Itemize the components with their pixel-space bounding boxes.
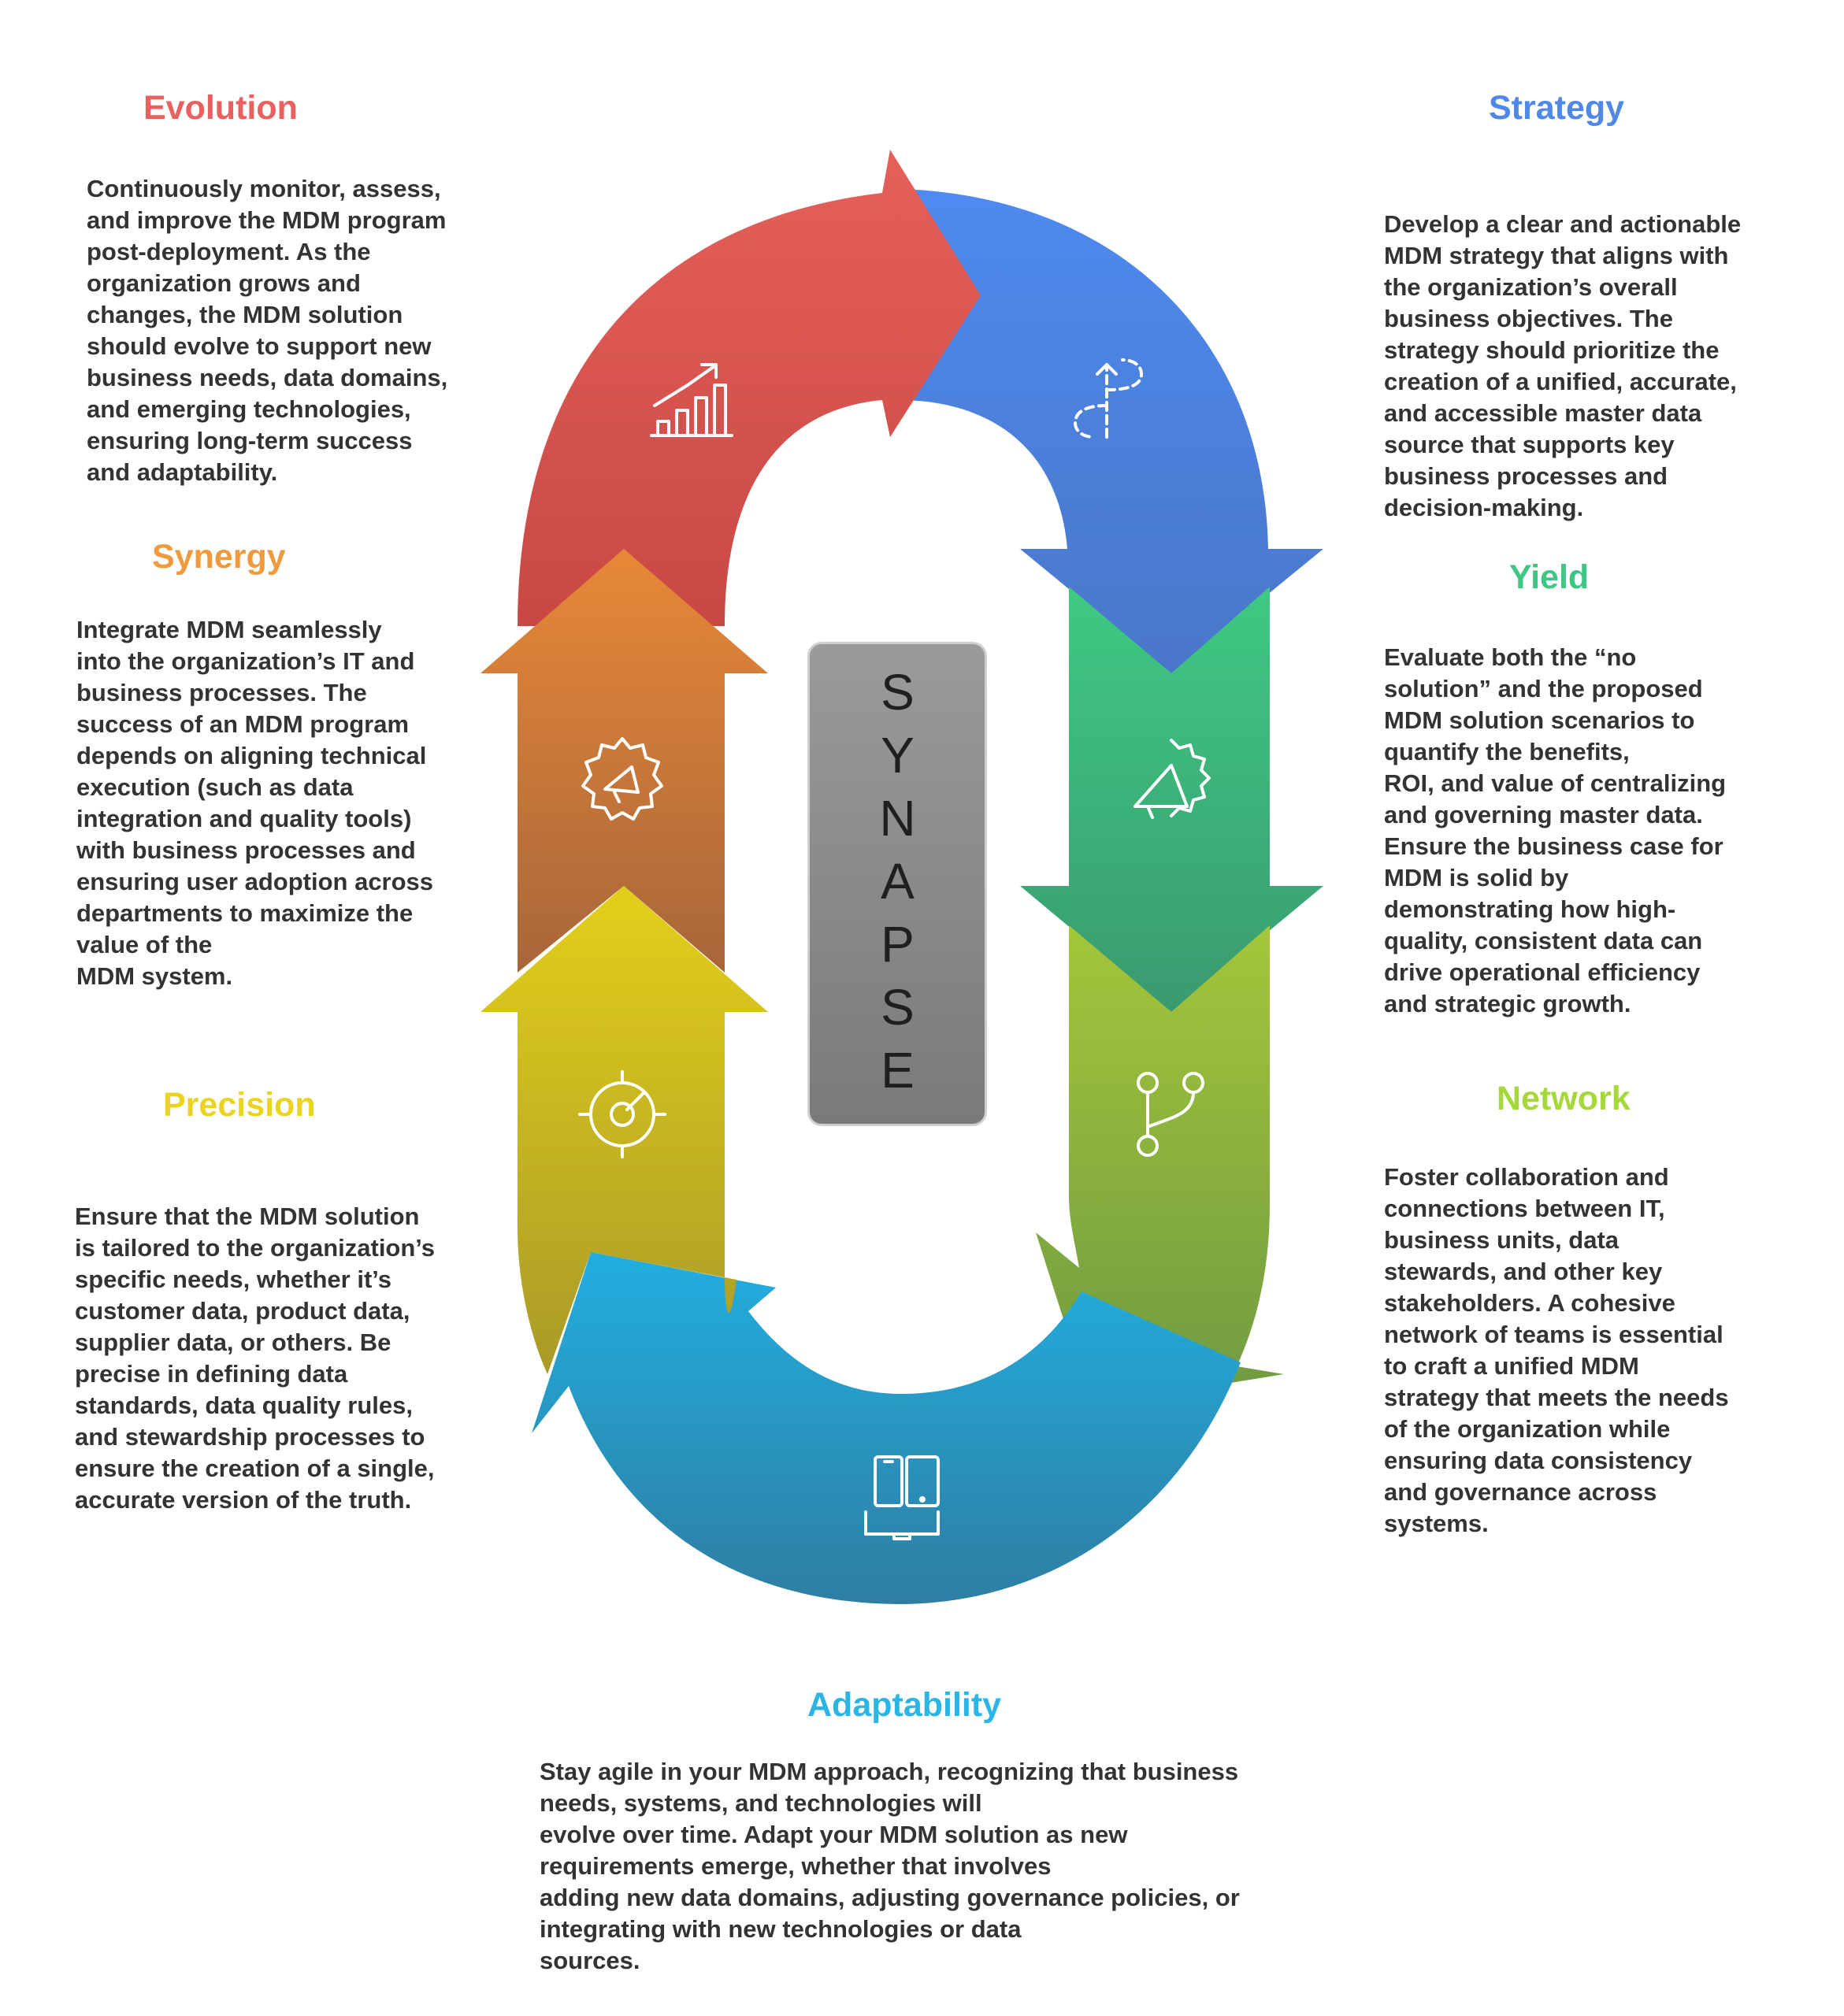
synergy-text: Integrate MDM seamlessly into the organi… [76, 616, 434, 990]
network-text: Foster collaboration and connections bet… [1384, 1163, 1729, 1537]
network-title: Network [1497, 1080, 1631, 1117]
bar-chart-growth-icon [644, 350, 738, 445]
network-arrow [1036, 925, 1284, 1406]
precision-title: Precision [163, 1086, 316, 1124]
center-label: SYNAPSE [869, 663, 926, 1105]
path-strategy-icon [1059, 350, 1154, 445]
precision-arrow [480, 886, 768, 1374]
synergy-arrow [480, 549, 768, 973]
badge-megaphone-icon [1124, 732, 1219, 827]
yield-title: Yield [1509, 558, 1590, 596]
evolution-text: Continuously monitor, assess, and improv… [87, 175, 448, 486]
evolution-arrow [518, 150, 981, 626]
strategy-arrow [902, 189, 1323, 673]
branch-network-icon [1124, 1067, 1219, 1162]
precision-text: Ensure that the MDM solution is tailored… [75, 1203, 436, 1514]
synergy-title: Synergy [152, 538, 286, 576]
center-label-box: SYNAPSE [807, 642, 987, 1126]
yield-arrow [1020, 587, 1323, 1012]
strategy-text: Develop a clear and actionable MDM strat… [1384, 210, 1742, 521]
target-crosshair-icon [575, 1067, 670, 1162]
strategy-title: Strategy [1489, 89, 1625, 127]
gear-megaphone-icon [575, 732, 670, 827]
adaptability-arrow [532, 1252, 1241, 1604]
adaptability-title: Adaptability [807, 1686, 1002, 1724]
devices-icon [855, 1449, 949, 1544]
adaptability-text: Stay agile in your MDM approach, recogni… [540, 1758, 1240, 1974]
yield-text: Evaluate both the “no solution” and the … [1384, 643, 1727, 1017]
evolution-title: Evolution [143, 89, 298, 127]
